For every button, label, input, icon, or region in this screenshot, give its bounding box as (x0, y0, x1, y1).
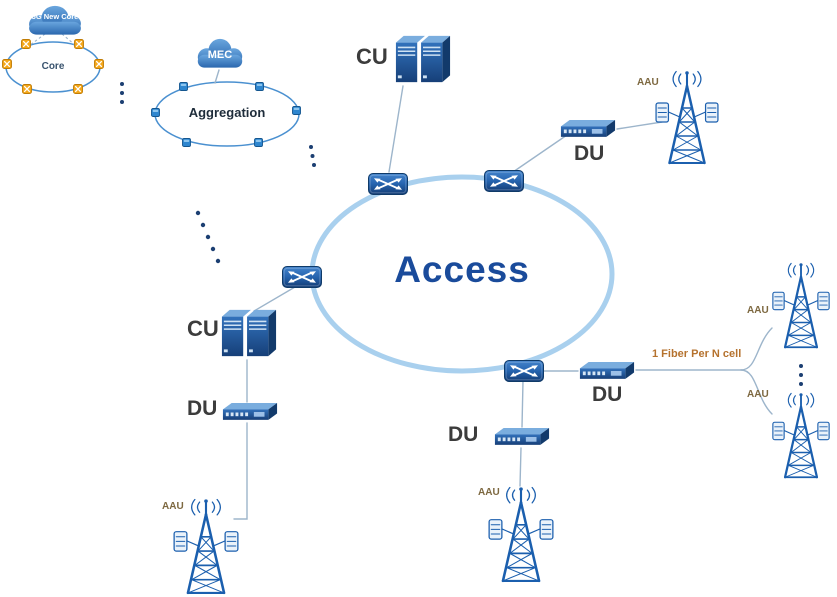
core-cloud-links (29, 33, 76, 46)
cu-top-label: CU (356, 44, 388, 69)
core-node-icon (94, 59, 104, 69)
aggregation-node-icon (179, 82, 188, 91)
cu-server-left-icon (221, 309, 277, 357)
aau-bottom-left-label: AAU (162, 501, 184, 512)
du-left-label: DU (187, 397, 218, 420)
core-node-icon (21, 39, 31, 49)
du-switch-bottom-right-icon (579, 362, 635, 379)
router-node-top-left (368, 173, 408, 195)
line-du-to-aau-bottom-center (519, 447, 522, 487)
du-switch-bottom-center-icon (494, 428, 550, 445)
router-node-left (282, 266, 322, 288)
router-node-top-right (484, 170, 524, 192)
line-du-left-to-aau (233, 422, 248, 520)
aau-tower-right-bottom-icon (771, 392, 831, 479)
line-ring-to-du-top-right (512, 134, 568, 173)
aau-tower-bottom-left-icon (172, 498, 240, 595)
line-cu-top-to-ring (388, 85, 404, 173)
ellipsis-dots (120, 82, 803, 386)
core-cloud-label: 5G New Core (31, 12, 79, 21)
line-mec-to-aggregation (214, 69, 220, 84)
cu-left-label: CU (187, 316, 219, 341)
core-node-icon (74, 39, 84, 49)
fiber-fork-upper (740, 327, 773, 371)
connector-lines (214, 69, 773, 520)
access-ring-label: Access (394, 249, 530, 290)
aau-right-top-label: AAU (747, 305, 769, 316)
du-bottom-right-label: DU (592, 383, 623, 406)
aggregation-node-icon (255, 82, 264, 91)
line-du-to-aau-top-right (616, 121, 663, 130)
du-bottom-center-label: DU (448, 423, 479, 446)
router-node-bottom-right (504, 360, 544, 382)
aggregation-node-icon (182, 138, 191, 147)
core-node-icon (2, 59, 12, 69)
aau-bottom-center-label: AAU (478, 487, 500, 498)
core-node-icon (22, 84, 32, 94)
du-switch-top-right-icon (560, 120, 616, 137)
aggregation-node-icon (254, 138, 263, 147)
aau-tower-right-top-icon (771, 262, 831, 349)
core-ring-label: Core (41, 61, 65, 72)
aau-right-bottom-label: AAU (747, 389, 769, 400)
line-ring-to-cu-left (253, 286, 296, 312)
du-top-right-label: DU (574, 142, 605, 165)
fiber-fork-lower (740, 369, 773, 415)
core-node-icon (73, 84, 83, 94)
aggregation-node-icon (292, 106, 301, 115)
aau-tower-top-right-icon (654, 70, 720, 165)
aau-tower-bottom-center-icon (487, 486, 555, 583)
cu-server-top-icon (395, 35, 451, 83)
line-ring-to-du-bottom-center (521, 380, 524, 428)
aggregation-node-icon (151, 108, 160, 117)
aggregation-ring-label: Aggregation (188, 105, 266, 120)
fiber-note-label: 1 Fiber Per N cell (652, 348, 742, 360)
mec-cloud-label: MEC (207, 49, 233, 61)
aau-top-right-label: AAU (637, 77, 659, 88)
du-switch-left-icon (222, 403, 278, 420)
